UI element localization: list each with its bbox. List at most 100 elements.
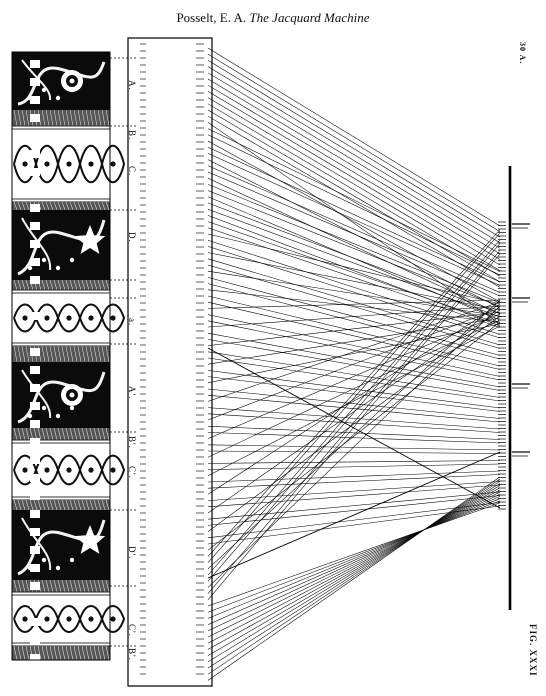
harness-cord: [207, 299, 501, 309]
harness-cord: [207, 115, 501, 288]
section-label-A2: A'.: [127, 386, 137, 400]
section-label-C3: C'.: [127, 624, 137, 637]
harness-cord: [207, 171, 501, 297]
harness-cord: [207, 301, 501, 370]
fabric-notch: [30, 132, 40, 140]
harness-cord: [207, 91, 501, 266]
section-label-D: D.: [127, 232, 137, 243]
harness-cord: [207, 321, 501, 551]
figure-label: FIG. XXXI: [528, 624, 538, 677]
fabric-notch: [30, 348, 40, 356]
harness-cord: [207, 487, 501, 650]
fabric-notch: [30, 96, 40, 104]
row-number-column: [140, 43, 204, 675]
harness-cord: [207, 478, 501, 675]
harness-cord: [207, 289, 501, 323]
fabric-panel-braid: [11, 439, 126, 501]
fabric-notch: [30, 654, 40, 662]
harness-cord: [207, 243, 501, 582]
fabric-notch: [30, 420, 40, 428]
harness-cord: [207, 474, 501, 489]
fabric-panel-stripe: [12, 201, 110, 211]
harness-cord: [207, 190, 501, 307]
harness-cord: [207, 233, 501, 305]
harness-cord: [207, 314, 501, 377]
fabric-notch: [30, 438, 40, 446]
fabric-notch: [30, 240, 40, 248]
fabric-notch: [30, 276, 40, 284]
harness-cord: [207, 165, 501, 293]
fabric-notch: [30, 222, 40, 230]
harness-cord: [207, 109, 501, 283]
harness-cord: [207, 122, 501, 325]
harness-cord: [207, 305, 501, 328]
fabric-notch: [30, 168, 40, 176]
harness-cord: [207, 253, 501, 600]
fabric-notch: [30, 402, 40, 410]
harness-cord: [207, 496, 501, 625]
harness-cord: [207, 485, 501, 656]
fabric-notch: [30, 600, 40, 608]
section-label-a: a.: [127, 318, 137, 327]
fabric-panel-braid: [11, 289, 126, 347]
harness-cord: [207, 500, 501, 613]
harness-cord: [207, 394, 501, 423]
fabric-notch: [30, 186, 40, 194]
harness-cord: [207, 97, 501, 271]
header-title: The Jacquard Machine: [249, 10, 370, 25]
fabric-notch: [30, 60, 40, 68]
fabric-notch: [30, 474, 40, 482]
harness-cord: [207, 450, 501, 454]
harness-cord: [207, 47, 501, 227]
harness-cord: [207, 483, 501, 663]
section-label-B: B.: [127, 130, 137, 141]
harness-cord: [207, 320, 501, 381]
harness-cord: [207, 463, 501, 470]
fabric-notch: [30, 384, 40, 392]
fabric-panel-stripe: [12, 499, 110, 511]
harness-cord: [207, 315, 501, 532]
harness-cord: [207, 460, 501, 464]
harness-cord: [207, 339, 501, 391]
harness-cord: [207, 270, 501, 317]
harness-cord: [207, 311, 501, 346]
harness-cord: [207, 258, 501, 346]
harness-cord: [207, 502, 501, 539]
harness-cord: [207, 307, 501, 421]
fabric-notch: [30, 114, 40, 122]
harness-cord: [207, 495, 501, 526]
fabric-notch: [30, 618, 40, 626]
harness-cord: [207, 250, 501, 594]
section-label-A: A.: [127, 80, 137, 91]
harness-cord: [207, 319, 501, 458]
fabric-notch: [30, 258, 40, 266]
section-label-B2: B'.: [127, 436, 137, 449]
harness-cord: [207, 299, 501, 570]
fabric-notch: [30, 546, 40, 554]
harness-cord: [207, 413, 501, 433]
harness-cord: [207, 239, 501, 576]
fabric-panel-braid: [11, 591, 126, 647]
harness-cord: [207, 303, 501, 495]
harness-cord: [207, 484, 501, 508]
fabric-panel-stripe: [12, 279, 110, 291]
harness-cord: [207, 134, 501, 276]
fabric-notch: [30, 456, 40, 464]
harness-cord: [207, 84, 501, 260]
harness-cord: [207, 481, 501, 501]
harness-cord: [207, 66, 501, 243]
harness-cord: [207, 283, 501, 360]
section-label-C2: C'.: [127, 466, 137, 479]
harness-cord: [207, 78, 501, 255]
harness-cord: [207, 313, 501, 439]
fabric-panel-stripe: [12, 645, 110, 661]
harness-cord: [207, 221, 501, 325]
header-author: Posselt, E. A.: [176, 10, 247, 25]
fabric-panel-braid: [11, 125, 126, 203]
harness-cord: [207, 246, 501, 339]
tie-labels: [498, 221, 530, 510]
harness-cord: [207, 498, 501, 619]
harness-cord: [207, 323, 501, 384]
harness-threads: [207, 47, 501, 681]
harness-cord: [207, 480, 501, 669]
